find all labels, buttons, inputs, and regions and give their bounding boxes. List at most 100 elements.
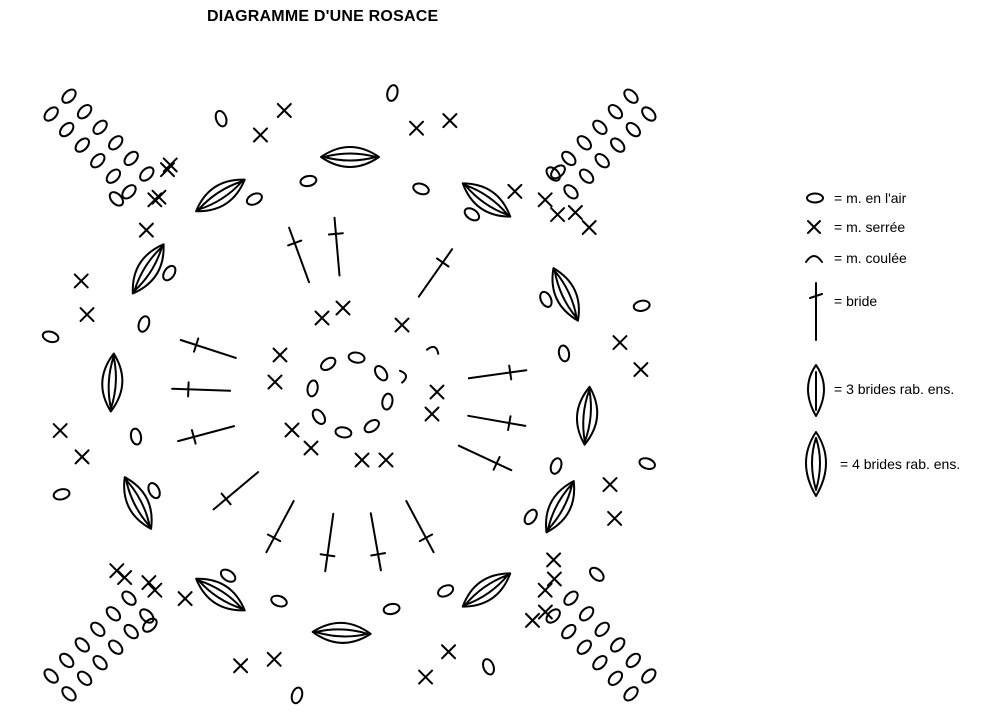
chain-oval-icon <box>557 344 571 363</box>
chain-oval-icon <box>123 623 139 640</box>
chain-oval-icon <box>625 652 641 669</box>
chain-oval-icon <box>641 106 657 122</box>
chain-oval-icon <box>139 608 155 624</box>
legend-label-treble: = bride <box>834 293 878 309</box>
chain-oval-icon <box>806 192 824 204</box>
cross-icon <box>409 120 425 136</box>
cross-icon <box>807 220 821 234</box>
chain-oval-icon <box>61 88 77 104</box>
cross-icon <box>159 162 175 178</box>
legend-label-chain: = m. en l'air <box>834 190 907 206</box>
stick-icon <box>327 216 344 277</box>
chain-oval-icon <box>90 621 106 637</box>
chain-oval-icon <box>592 119 608 135</box>
chain-oval-icon <box>463 207 481 222</box>
cluster4-icon <box>320 146 380 168</box>
cross-icon <box>276 102 292 118</box>
chain-oval-icon <box>74 137 90 153</box>
chain-oval-icon <box>137 315 151 333</box>
cross-icon <box>141 575 157 591</box>
cross-icon <box>117 570 133 586</box>
cross-icon <box>314 310 330 326</box>
chain-oval-icon <box>311 408 327 425</box>
chain-oval-icon <box>592 655 608 671</box>
chain-oval-icon <box>92 119 108 135</box>
chain-oval-icon <box>334 426 353 439</box>
cross-icon <box>354 452 370 468</box>
stick-icon <box>265 500 295 554</box>
chain-oval-icon <box>61 686 77 702</box>
stick-icon <box>405 500 435 554</box>
cross-icon <box>335 300 351 316</box>
chain-oval-icon <box>139 166 155 182</box>
legend-label-single: = m. serrée <box>834 219 906 235</box>
chain-oval-icon <box>108 135 124 151</box>
chain-oval-icon <box>74 637 90 653</box>
cross-icon <box>424 406 440 422</box>
chain-oval-icon <box>162 264 177 282</box>
chain-oval-icon <box>545 166 561 182</box>
chain-oval-icon <box>545 608 561 624</box>
chain-oval-icon <box>607 104 624 120</box>
chain-oval-icon <box>578 606 595 622</box>
stick-icon <box>417 248 454 298</box>
cross-icon <box>73 273 89 289</box>
chain-oval-icon <box>623 686 639 702</box>
chain-oval-icon <box>576 639 592 655</box>
chain-oval-icon <box>623 88 639 104</box>
cross-icon <box>252 127 268 143</box>
stick-icon <box>809 282 823 341</box>
chain-oval-icon <box>147 482 161 500</box>
chain-oval-icon <box>594 621 610 637</box>
cross-icon <box>138 222 154 238</box>
chain-oval-icon <box>121 184 137 200</box>
cross-icon <box>546 552 562 568</box>
chain-oval-icon <box>320 356 337 372</box>
chain-oval-icon <box>382 602 401 616</box>
chain-oval-icon <box>108 191 125 207</box>
cross-icon <box>267 374 283 390</box>
cross-icon <box>607 510 623 526</box>
stick-icon <box>179 337 237 359</box>
cross-icon <box>567 204 583 220</box>
chain-oval-icon <box>219 568 237 583</box>
cross-icon <box>537 192 553 208</box>
chain-oval-icon <box>129 427 143 446</box>
cross-icon <box>272 347 288 363</box>
chain-oval-icon <box>373 365 389 382</box>
stick-icon <box>467 364 528 381</box>
chain-oval-icon <box>610 637 626 653</box>
cross-icon <box>429 384 445 400</box>
legend-label-cluster3: = 3 brides rab. ens. <box>834 381 955 397</box>
stick-icon <box>369 512 386 572</box>
cluster3-icon <box>461 182 512 218</box>
stick-icon <box>212 471 260 511</box>
cross-icon <box>79 307 95 323</box>
chain-oval-icon <box>76 104 93 120</box>
cluster3-icon <box>195 577 246 612</box>
chain-oval-icon <box>299 174 318 188</box>
chain-oval-icon <box>52 488 71 501</box>
cross-icon <box>177 591 193 607</box>
chain-oval-icon <box>105 168 122 184</box>
chain-oval-icon <box>121 590 137 606</box>
cross-icon <box>284 422 300 438</box>
cross-icon <box>442 113 458 129</box>
cross-icon <box>162 157 178 173</box>
cross-icon <box>418 669 434 685</box>
diagram-title: DIAGRAMME D'UNE ROSACE <box>207 8 439 25</box>
chain-oval-icon <box>437 584 455 598</box>
cross-icon <box>74 449 90 465</box>
chain-oval-icon <box>632 299 651 312</box>
chain-oval-icon <box>105 606 122 622</box>
cross-icon <box>546 571 562 587</box>
stick-icon <box>177 425 236 445</box>
chain-oval-icon <box>306 379 319 398</box>
cluster4-icon <box>545 480 576 534</box>
cluster4-icon <box>131 243 165 295</box>
cross-icon <box>633 362 649 378</box>
chain-oval-icon <box>41 330 60 344</box>
chain-oval-icon <box>290 686 304 705</box>
stick-icon <box>319 512 336 573</box>
cluster4-icon <box>551 267 580 322</box>
